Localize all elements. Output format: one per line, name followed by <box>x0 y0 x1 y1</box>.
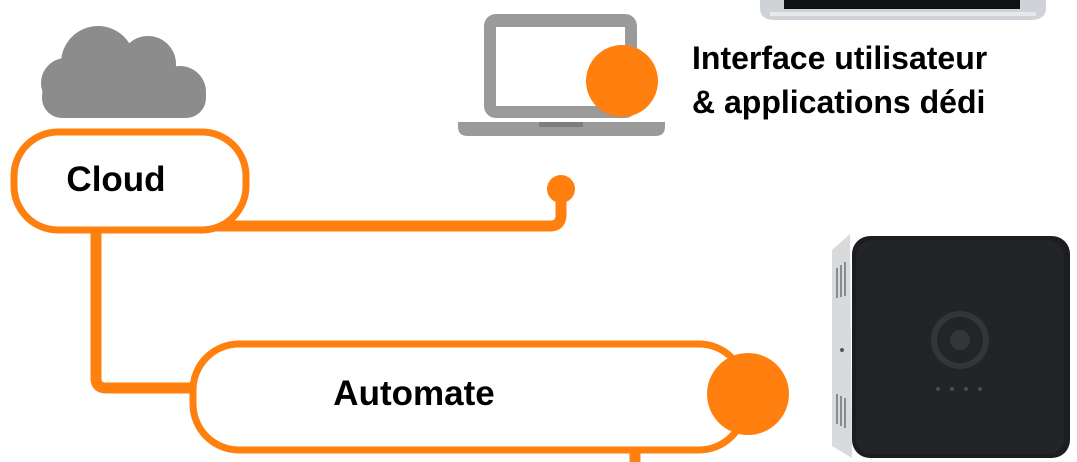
cloud-node <box>10 128 250 234</box>
cloud-icon <box>41 26 206 118</box>
automate-connector-dot <box>707 353 789 435</box>
automate-node-label: Automate <box>333 374 495 413</box>
cloud-node-label: Cloud <box>66 160 166 199</box>
interface-caption-line-2: & applications dédi <box>692 84 986 120</box>
automate-device-photo <box>832 234 1070 458</box>
laptop-port-dot <box>547 175 575 203</box>
laptop-connector-dot <box>586 45 658 117</box>
interface-caption-line-1: Interface utilisateur <box>692 40 988 76</box>
interface-caption: Interface utilisateur & applications déd… <box>692 36 987 124</box>
laptop-photo <box>760 0 1046 20</box>
